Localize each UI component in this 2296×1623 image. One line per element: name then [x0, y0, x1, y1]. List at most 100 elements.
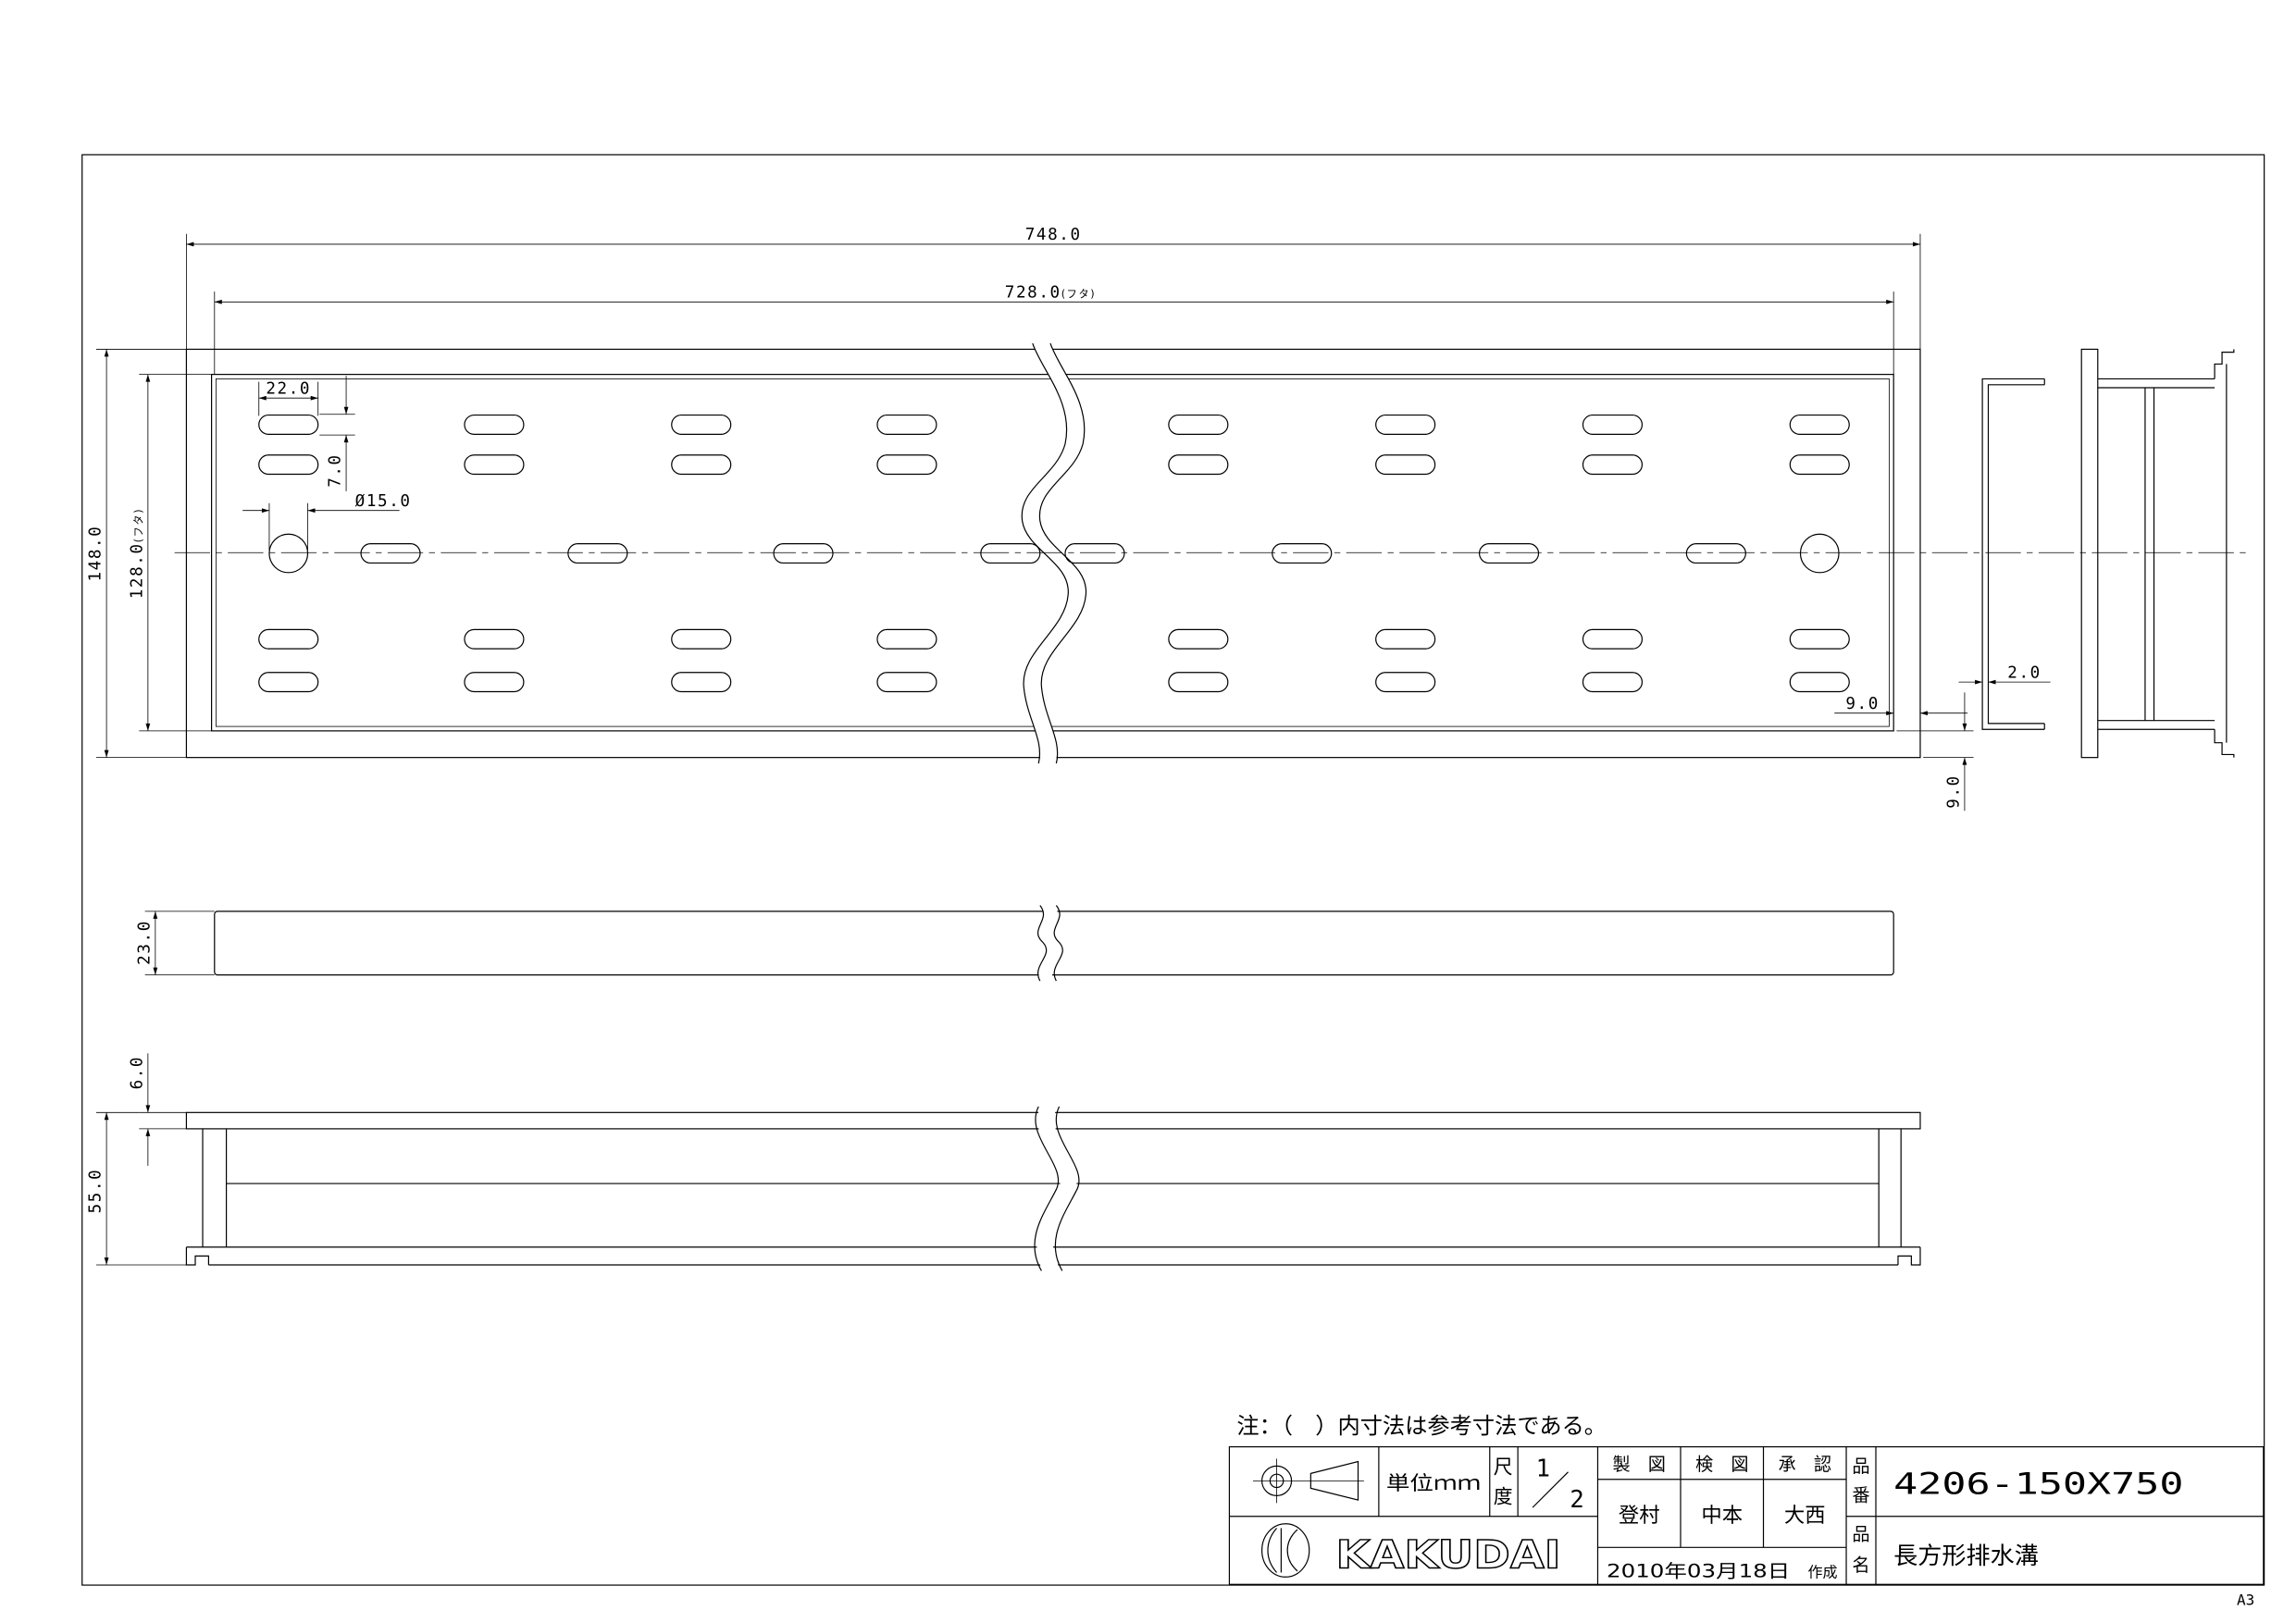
dimension-text: 128.0(フタ)	[128, 508, 146, 599]
drain-slot	[671, 414, 732, 435]
drain-slot	[1168, 672, 1229, 693]
name-drafted: 登村	[1619, 1504, 1660, 1528]
drain-slot	[1582, 672, 1644, 693]
flange-hook-top	[2214, 349, 2235, 379]
part-number-label: 番	[1852, 1485, 1869, 1506]
drain-slot	[1789, 628, 1850, 650]
sheet-size: A3	[2237, 1592, 2254, 1609]
title-block-frame	[1228, 1445, 2265, 1585]
dimension-text: 748.0	[1025, 226, 1082, 244]
drain-slot	[1582, 414, 1644, 435]
dimension-lid-thickness: 2.0	[1958, 663, 2051, 685]
unit-label: 単位ｍｍ	[1386, 1472, 1481, 1494]
drain-slot	[876, 628, 937, 650]
dimension-text: 22.0	[266, 379, 311, 398]
scale-label: 尺	[1494, 1456, 1513, 1478]
drain-slot	[1272, 543, 1333, 564]
dimension-slot-pitch: 7.0	[319, 376, 355, 491]
drain-slot	[464, 454, 525, 476]
dimension-text: 9.0	[1945, 774, 1964, 809]
logo-mark-stroke	[1286, 1529, 1298, 1572]
creation-label: 作成	[1807, 1563, 1837, 1580]
dimension-text: 6.0	[128, 1056, 146, 1090]
drain-slot	[258, 414, 319, 435]
drain-slot	[360, 543, 421, 564]
scale-label: 度	[1494, 1485, 1513, 1507]
flange-hook-right	[1897, 1246, 1921, 1266]
drain-slot	[464, 628, 525, 650]
drain-slot	[773, 543, 834, 564]
drawing-frame	[81, 154, 2265, 1586]
top-plate-section	[2080, 348, 2099, 759]
part-name: 長方形排水溝	[1893, 1542, 2039, 1570]
dimension-value: 728.0	[1005, 283, 1061, 302]
dimension-slot-length: 22.0	[258, 379, 319, 416]
dimension-lid-width: 128.0(フタ)	[128, 374, 212, 732]
dimension-text: 55.0	[87, 1169, 105, 1214]
dimension-text: 7.0	[327, 453, 345, 488]
role-approved: 承 認	[1779, 1454, 1832, 1475]
dimension-text: Ø15.0	[355, 492, 412, 511]
drain-slot	[464, 672, 525, 693]
dimension-lid-height: 23.0	[135, 911, 215, 976]
projection-symbol-icon	[1252, 1458, 1364, 1504]
drain-slot	[464, 414, 525, 435]
drain-slot	[1789, 414, 1850, 435]
lid-side-view	[214, 906, 1894, 982]
drain-hole	[1799, 533, 1840, 574]
dimension-lid-offset-horizontal: 9.0	[1834, 695, 1968, 716]
kakudai-logo: KAKUDAI	[1260, 1523, 1561, 1578]
dimension-overall-length: 748.0	[186, 226, 1921, 350]
lid-section-view	[1981, 378, 2045, 730]
dimension-text: 148.0	[87, 526, 105, 582]
drain-slot	[1168, 454, 1229, 476]
drain-slot	[1375, 672, 1436, 693]
drain-slots	[258, 414, 1850, 693]
role-checked: 検 図	[1695, 1454, 1749, 1475]
lid-section-outer	[1981, 378, 2045, 730]
flange-hook-left	[185, 1246, 209, 1266]
drain-slot	[1375, 414, 1436, 435]
dimension-lid-offset-vertical: 9.0	[1896, 692, 1974, 812]
drain-slot	[258, 454, 319, 476]
dimension-body-height: 55.0	[87, 1111, 187, 1266]
part-number-label: 品	[1852, 1456, 1869, 1477]
drain-slot	[1789, 454, 1850, 476]
drain-slot	[1582, 454, 1644, 476]
flange-hook-bottom	[2214, 729, 2235, 758]
drain-slot	[876, 414, 937, 435]
drain-slot	[671, 454, 732, 476]
role-drafted: 製 図	[1612, 1454, 1666, 1475]
channel-section-view	[2080, 348, 2235, 759]
dimension-text: 2.0	[2007, 663, 2042, 682]
scale-slash	[1532, 1471, 1569, 1508]
logo-mark-icon	[1260, 1523, 1310, 1578]
dimension-text: 23.0	[135, 920, 154, 965]
logo-mark-stroke	[1267, 1528, 1278, 1573]
dimension-note: (フタ)	[132, 508, 144, 543]
scale-numerator: 1	[1536, 1456, 1550, 1483]
dimension-note: (フタ)	[1061, 288, 1097, 300]
drain-slot	[876, 672, 937, 693]
scale-denominator: 2	[1570, 1486, 1583, 1514]
dimension-plate-thickness: 6.0	[128, 1053, 187, 1166]
drain-slot	[258, 628, 319, 650]
drain-slot	[1375, 454, 1436, 476]
drain-slot	[258, 672, 319, 693]
title-block: 単位ｍｍ 尺 度 1 2 製 図 検 図 承 認 登村 中本 大西 2010年0…	[1228, 1445, 2265, 1585]
lid-section-inner	[1987, 384, 2045, 725]
drain-slot	[671, 672, 732, 693]
brand-wordmark: KAKUDAI	[1336, 1532, 1561, 1578]
drain-slot	[1582, 628, 1644, 650]
drain-slot	[671, 628, 732, 650]
drain-slot	[1168, 414, 1229, 435]
dimension-hole-diameter: Ø15.0	[242, 492, 412, 551]
part-name-label: 名	[1852, 1555, 1869, 1576]
dimension-text: 728.0(フタ)	[1005, 283, 1096, 302]
name-approved: 大西	[1784, 1504, 1826, 1528]
drain-slot	[876, 454, 937, 476]
drain-slot	[1375, 628, 1436, 650]
dimension-overall-width: 148.0	[87, 349, 187, 759]
drain-slot	[1789, 672, 1850, 693]
